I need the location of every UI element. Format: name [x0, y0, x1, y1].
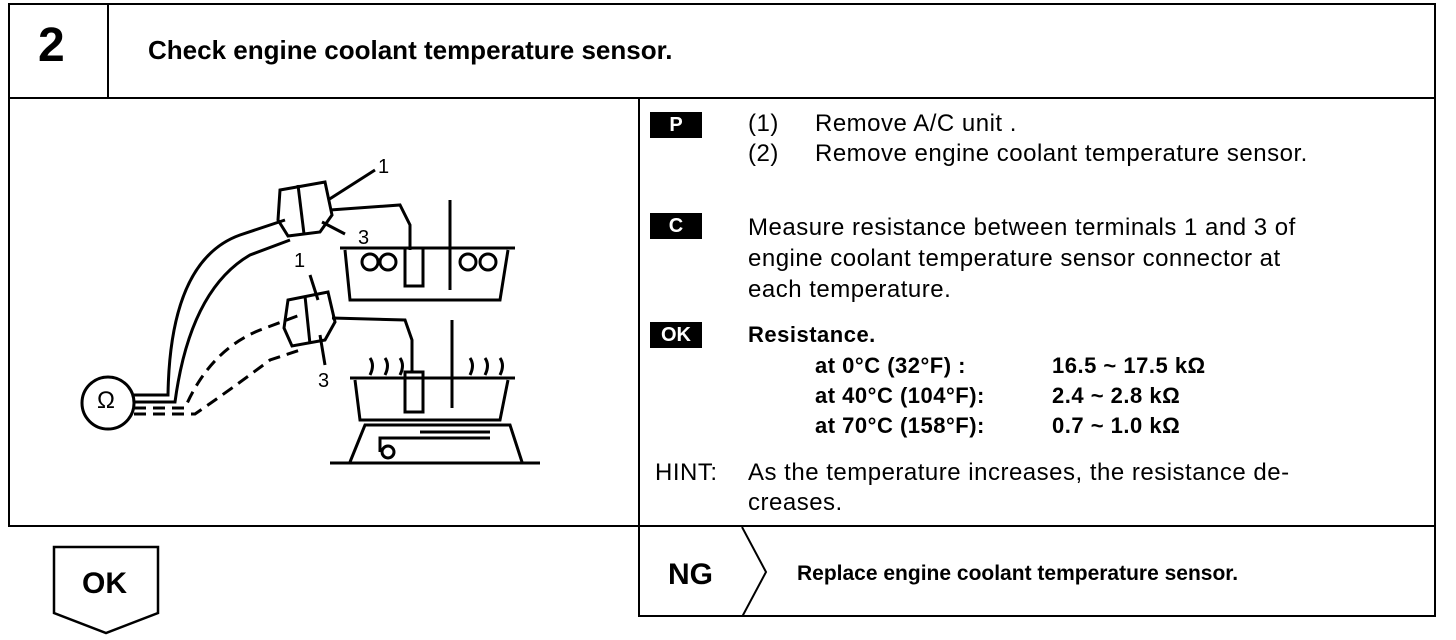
resistance-cond-1: at 0°C (32°F) :: [815, 353, 967, 378]
step-number: 2: [38, 19, 65, 72]
hint-label: HINT:: [655, 459, 718, 486]
results-bottom-border: [638, 615, 1436, 617]
content-divider: [638, 97, 640, 617]
callout-bottom-1: 1: [294, 250, 306, 272]
ohm-symbol: Ω: [97, 387, 115, 414]
resistance-label: Resistance.: [748, 322, 876, 347]
ng-action-text: Replace engine coolant temperature senso…: [797, 562, 1239, 585]
sensor-test-diagram: [80, 168, 540, 465]
ok-spec-tag: OK: [650, 322, 702, 348]
resistance-cond-2: at 40°C (104°F):: [815, 383, 985, 408]
step-number-divider: [107, 3, 109, 99]
ok-result-box: [52, 545, 160, 635]
callout-bottom-3: 3: [318, 370, 330, 392]
c-text-line-1: Measure resistance between terminals 1 a…: [748, 214, 1296, 241]
step-2-text: Remove engine coolant temperature sensor…: [815, 140, 1308, 167]
callout-top-1: 1: [378, 156, 390, 178]
step-1-num: (1): [748, 110, 779, 137]
p-tag: P: [650, 112, 702, 138]
results-right-border: [1434, 525, 1436, 617]
c-text-line-3: each temperature.: [748, 276, 952, 303]
ng-arrow-divider: [741, 527, 768, 617]
callout-top-3: 3: [358, 227, 370, 249]
step-title: Check engine coolant temperature sensor.: [148, 35, 673, 65]
resistance-value-1: 16.5 ~ 17.5 kΩ: [1052, 353, 1206, 378]
resistance-value-2: 2.4 ~ 2.8 kΩ: [1052, 383, 1181, 408]
resistance-value-3: 0.7 ~ 1.0 kΩ: [1052, 413, 1181, 438]
resistance-cond-3: at 70°C (158°F):: [815, 413, 985, 438]
hint-line-1: As the temperature increases, the resist…: [748, 459, 1290, 486]
step-2-num: (2): [748, 140, 779, 167]
ok-result-label: OK: [82, 567, 127, 600]
c-tag: C: [650, 213, 702, 239]
ng-label: NG: [668, 558, 713, 591]
c-text-line-2: engine coolant temperature sensor connec…: [748, 245, 1281, 272]
content-area: [8, 97, 1436, 527]
hint-line-2: creases.: [748, 489, 843, 516]
step-1-text: Remove A/C unit .: [815, 110, 1017, 137]
